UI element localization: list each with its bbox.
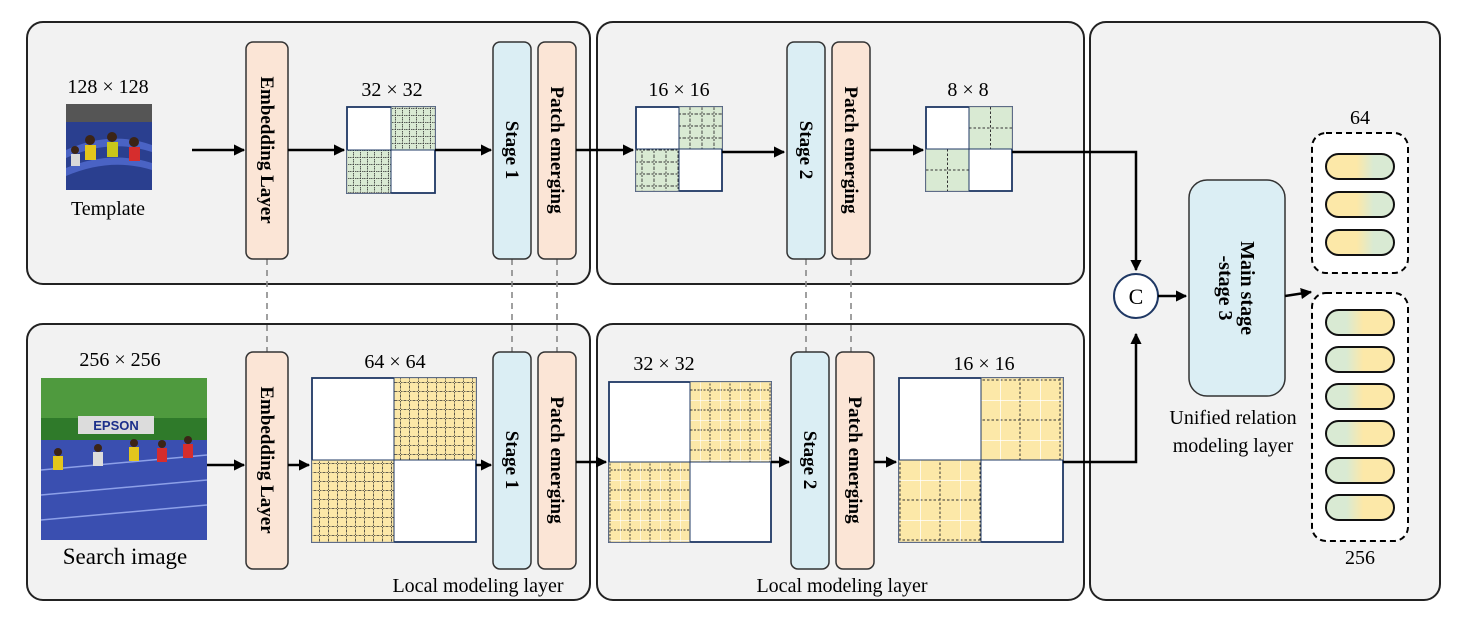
- output-token: [1325, 153, 1395, 180]
- search-merge2-label: Patch emerging: [844, 396, 865, 524]
- search-stage2-label: Stage 2: [799, 431, 820, 490]
- output-token: [1325, 383, 1395, 410]
- search-token-grid-64: [311, 377, 477, 543]
- output-token: [1325, 309, 1395, 336]
- template-grid1-label: 32 × 32: [361, 79, 422, 101]
- output-bottom-count: 256: [1345, 547, 1375, 569]
- search-merge1-label: Patch emerging: [546, 396, 567, 524]
- local-modeling-label-2: Local modeling layer: [756, 575, 927, 597]
- output-token: [1325, 494, 1395, 521]
- template-token-grid-8: [925, 106, 1013, 192]
- template-panel-left: [26, 21, 591, 285]
- search-stage1: [492, 351, 532, 570]
- search-size-label: 256 × 256: [79, 349, 160, 371]
- search-patch-merging-2: [835, 351, 875, 570]
- search-image: EPSON: [40, 378, 208, 540]
- template-grid2-label: 16 × 16: [648, 79, 709, 101]
- template-merge2-label: Patch emerging: [840, 86, 861, 214]
- template-stage1: [492, 41, 532, 260]
- output-top-count: 64: [1350, 107, 1370, 129]
- search-grid2-label: 32 × 32: [633, 353, 694, 375]
- search-caption: Search image: [63, 544, 188, 569]
- search-embedding-layer: [245, 351, 289, 570]
- template-merge1-label: Patch emerging: [546, 86, 567, 214]
- search-token-grid-32: [608, 381, 772, 543]
- template-stage2-label: Stage 2: [795, 121, 816, 180]
- template-image: [66, 104, 152, 190]
- search-stage1-label: Stage 1: [501, 431, 522, 490]
- output-token: [1325, 229, 1395, 256]
- local-modeling-label-1: Local modeling layer: [392, 575, 563, 597]
- main-stage-line1: Main stage: [1236, 241, 1258, 335]
- search-photo-banner: EPSON: [93, 418, 139, 433]
- output-token: [1325, 420, 1395, 447]
- template-size-label: 128 × 128: [67, 76, 148, 98]
- shared-weight-links: [266, 259, 852, 352]
- search-patch-merging-1: [537, 351, 577, 570]
- main-stage-line2: -stage 3: [1214, 256, 1236, 321]
- output-token: [1325, 191, 1395, 218]
- search-token-grid-16: [898, 377, 1064, 543]
- search-embedding-label: Embedding Layer: [256, 386, 277, 534]
- template-embedding-label: Embedding Layer: [256, 76, 277, 224]
- output-token: [1325, 457, 1395, 484]
- template-grid3-label: 8 × 8: [947, 79, 988, 101]
- search-grid1-label: 64 × 64: [364, 351, 425, 373]
- unified-label-line1: Unified relation: [1169, 407, 1296, 429]
- output-token: [1325, 346, 1395, 373]
- template-stage2: [786, 41, 826, 260]
- unified-label-line2: modeling layer: [1173, 435, 1294, 457]
- template-token-grid-32: [346, 106, 436, 194]
- output-bottom-tokens: [1325, 309, 1395, 521]
- output-top-tokens: [1325, 153, 1395, 256]
- template-caption: Template: [71, 198, 145, 220]
- concat-symbol: C: [1129, 284, 1144, 309]
- main-stage-block: [1188, 179, 1286, 397]
- template-token-grid-16: [635, 106, 723, 192]
- template-stage1-label: Stage 1: [501, 121, 522, 180]
- search-stage2: [790, 351, 830, 570]
- search-grid3-label: 16 × 16: [953, 353, 1014, 375]
